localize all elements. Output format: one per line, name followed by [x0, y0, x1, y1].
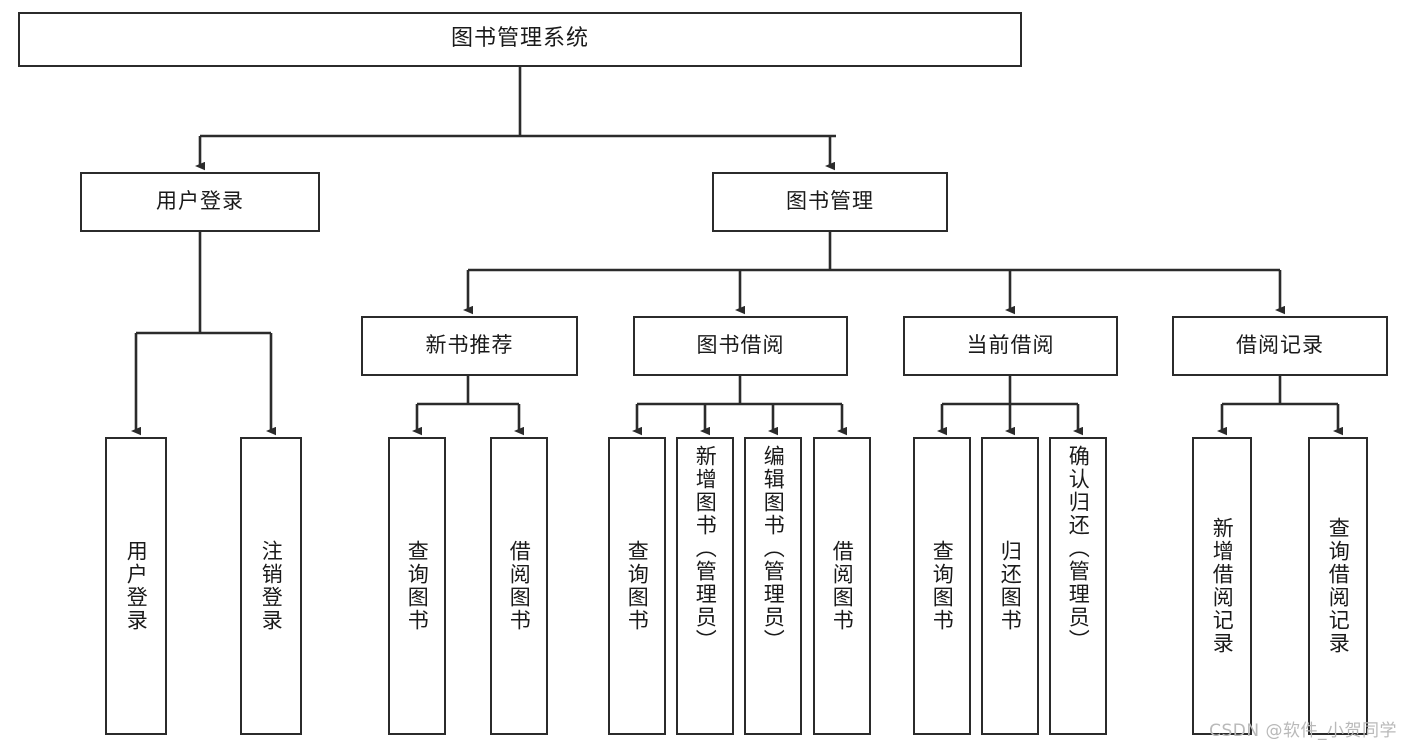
node-new-book-recommend[interactable]: 新书推荐 — [361, 316, 578, 376]
node-root-system[interactable]: 图书管理系统 — [18, 12, 1022, 67]
leaf-borrow-borrow-book[interactable]: 借阅图书 — [813, 437, 871, 735]
leaf-current-confirm-return-admin[interactable]: 确认归还（管理员） — [1049, 437, 1107, 735]
leaf-borrow-edit-book-admin-label: 编辑图书（管理员） — [761, 445, 786, 652]
leaf-user-login-login[interactable]: 用户登录 — [105, 437, 167, 735]
node-borrow-record[interactable]: 借阅记录 — [1172, 316, 1388, 376]
node-borrow-record-label: 借阅记录 — [1236, 333, 1324, 358]
node-user-login-label: 用户登录 — [156, 189, 244, 214]
leaf-recommend-borrow-book[interactable]: 借阅图书 — [490, 437, 548, 735]
csdn-watermark: CSDN @软件_小贺同学 — [1209, 721, 1397, 741]
node-book-borrow-label: 图书借阅 — [696, 333, 785, 358]
leaf-current-return-book[interactable]: 归还图书 — [981, 437, 1039, 735]
node-book-management-label: 图书管理 — [786, 189, 874, 214]
leaf-record-add-record-label: 新增借阅记录 — [1210, 517, 1235, 655]
leaf-borrow-edit-book-admin[interactable]: 编辑图书（管理员） — [744, 437, 802, 735]
leaf-record-query-record-label: 查询借阅记录 — [1326, 517, 1351, 655]
node-book-borrow[interactable]: 图书借阅 — [633, 316, 848, 376]
leaf-borrow-query-book-label: 查询图书 — [625, 540, 650, 632]
leaf-record-add-record[interactable]: 新增借阅记录 — [1192, 437, 1252, 735]
leaf-borrow-add-book-admin[interactable]: 新增图书（管理员） — [676, 437, 734, 735]
leaf-borrow-borrow-book-label: 借阅图书 — [830, 540, 855, 632]
leaf-user-login-logout-label: 注销登录 — [259, 540, 284, 632]
leaf-user-login-logout[interactable]: 注销登录 — [240, 437, 302, 735]
leaf-borrow-add-book-admin-label: 新增图书（管理员） — [693, 445, 718, 652]
node-book-management[interactable]: 图书管理 — [712, 172, 948, 232]
leaf-current-return-book-label: 归还图书 — [998, 540, 1023, 632]
node-user-login[interactable]: 用户登录 — [80, 172, 320, 232]
leaf-current-query-book-label: 查询图书 — [930, 540, 955, 632]
leaf-user-login-login-label: 用户登录 — [124, 540, 149, 632]
node-current-borrow[interactable]: 当前借阅 — [903, 316, 1118, 376]
node-root-system-label: 图书管理系统 — [450, 26, 589, 52]
node-new-book-recommend-label: 新书推荐 — [425, 333, 514, 358]
leaf-recommend-borrow-book-label: 借阅图书 — [507, 540, 532, 632]
leaf-record-query-record[interactable]: 查询借阅记录 — [1308, 437, 1368, 735]
leaf-recommend-query-book[interactable]: 查询图书 — [388, 437, 446, 735]
leaf-recommend-query-book-label: 查询图书 — [405, 540, 430, 632]
leaf-current-query-book[interactable]: 查询图书 — [913, 437, 971, 735]
leaf-borrow-query-book[interactable]: 查询图书 — [608, 437, 666, 735]
leaf-current-confirm-return-admin-label: 确认归还（管理员） — [1066, 445, 1091, 652]
node-current-borrow-label: 当前借阅 — [966, 333, 1055, 358]
